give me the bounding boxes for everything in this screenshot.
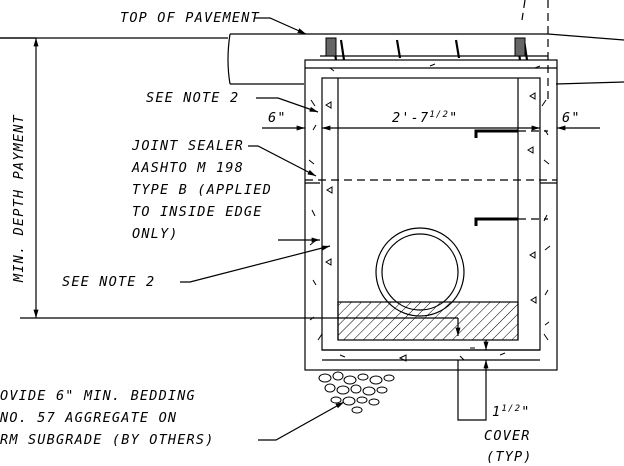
- cover-dimension: [455, 318, 489, 421]
- svg-text:TYPE B (APPLIED: TYPE B (APPLIED: [132, 182, 272, 198]
- see-note-2-upper-label: SEE NOTE 2: [146, 90, 239, 106]
- hatched-bench: [337, 301, 519, 341]
- interior-width-dim: 2'-71/2": [392, 110, 459, 126]
- see-note-2-lower-label: SEE NOTE 2: [62, 274, 155, 290]
- bedding-note: OVIDE 6" MIN. BEDDING NO. 57 AGGREGATE O…: [0, 388, 215, 448]
- cover-label: COVER: [484, 428, 531, 444]
- cover-typ-label: (TYP): [486, 449, 533, 465]
- min-depth-payment-label: MIN. DEPTH PAYMENT: [11, 114, 27, 283]
- svg-text:TO INSIDE EDGE: TO INSIDE EDGE: [132, 204, 263, 220]
- svg-text:AASHTO M 198: AASHTO M 198: [131, 160, 244, 176]
- svg-text:RM SUBGRADE (BY OTHERS): RM SUBGRADE (BY OTHERS): [0, 432, 215, 448]
- structure-walls: [304, 59, 558, 371]
- right-wall-dim: 6": [562, 110, 581, 126]
- concrete-texture: [308, 63, 551, 362]
- svg-text:NO. 57 AGGREGATE ON: NO. 57 AGGREGATE ON: [0, 410, 177, 426]
- svg-text:ONLY): ONLY): [132, 226, 179, 242]
- joint-sealer-note: JOINT SEALER AASHTO M 198 TYPE B (APPLIE…: [131, 138, 272, 242]
- curb-line-top: [521, 0, 526, 21]
- pavement: [0, 33, 624, 85]
- top-of-pavement-label: TOP OF PAVEMENT: [120, 10, 260, 26]
- ladder-rungs: [474, 129, 548, 226]
- depth-dimension: [0, 37, 458, 319]
- left-wall-dim: 6": [268, 110, 287, 126]
- cover-dim-value: 11/2": [492, 404, 531, 420]
- grate: [320, 37, 548, 61]
- svg-text:OVIDE 6" MIN. BEDDING: OVIDE 6" MIN. BEDDING: [0, 388, 196, 404]
- svg-text:JOINT SEALER: JOINT SEALER: [131, 138, 244, 154]
- aggregate-bedding: [318, 371, 395, 414]
